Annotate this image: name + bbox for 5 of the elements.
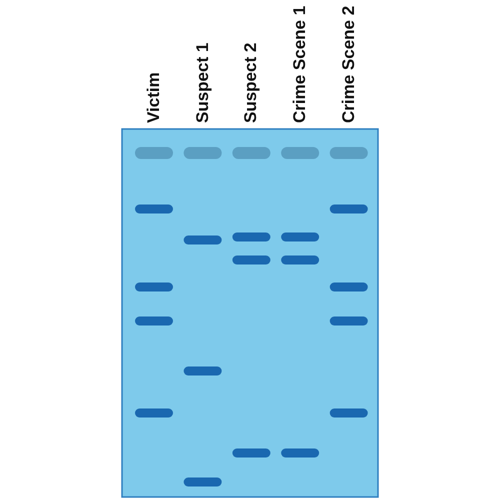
lane-label: Suspect 1 [194,42,212,123]
lane-label: Crime Scene 1 [291,6,310,123]
lane-label: Crime Scene 2 [340,6,358,123]
lane-label: Suspect 2 [242,42,260,123]
lane-label: Victim [145,72,163,123]
